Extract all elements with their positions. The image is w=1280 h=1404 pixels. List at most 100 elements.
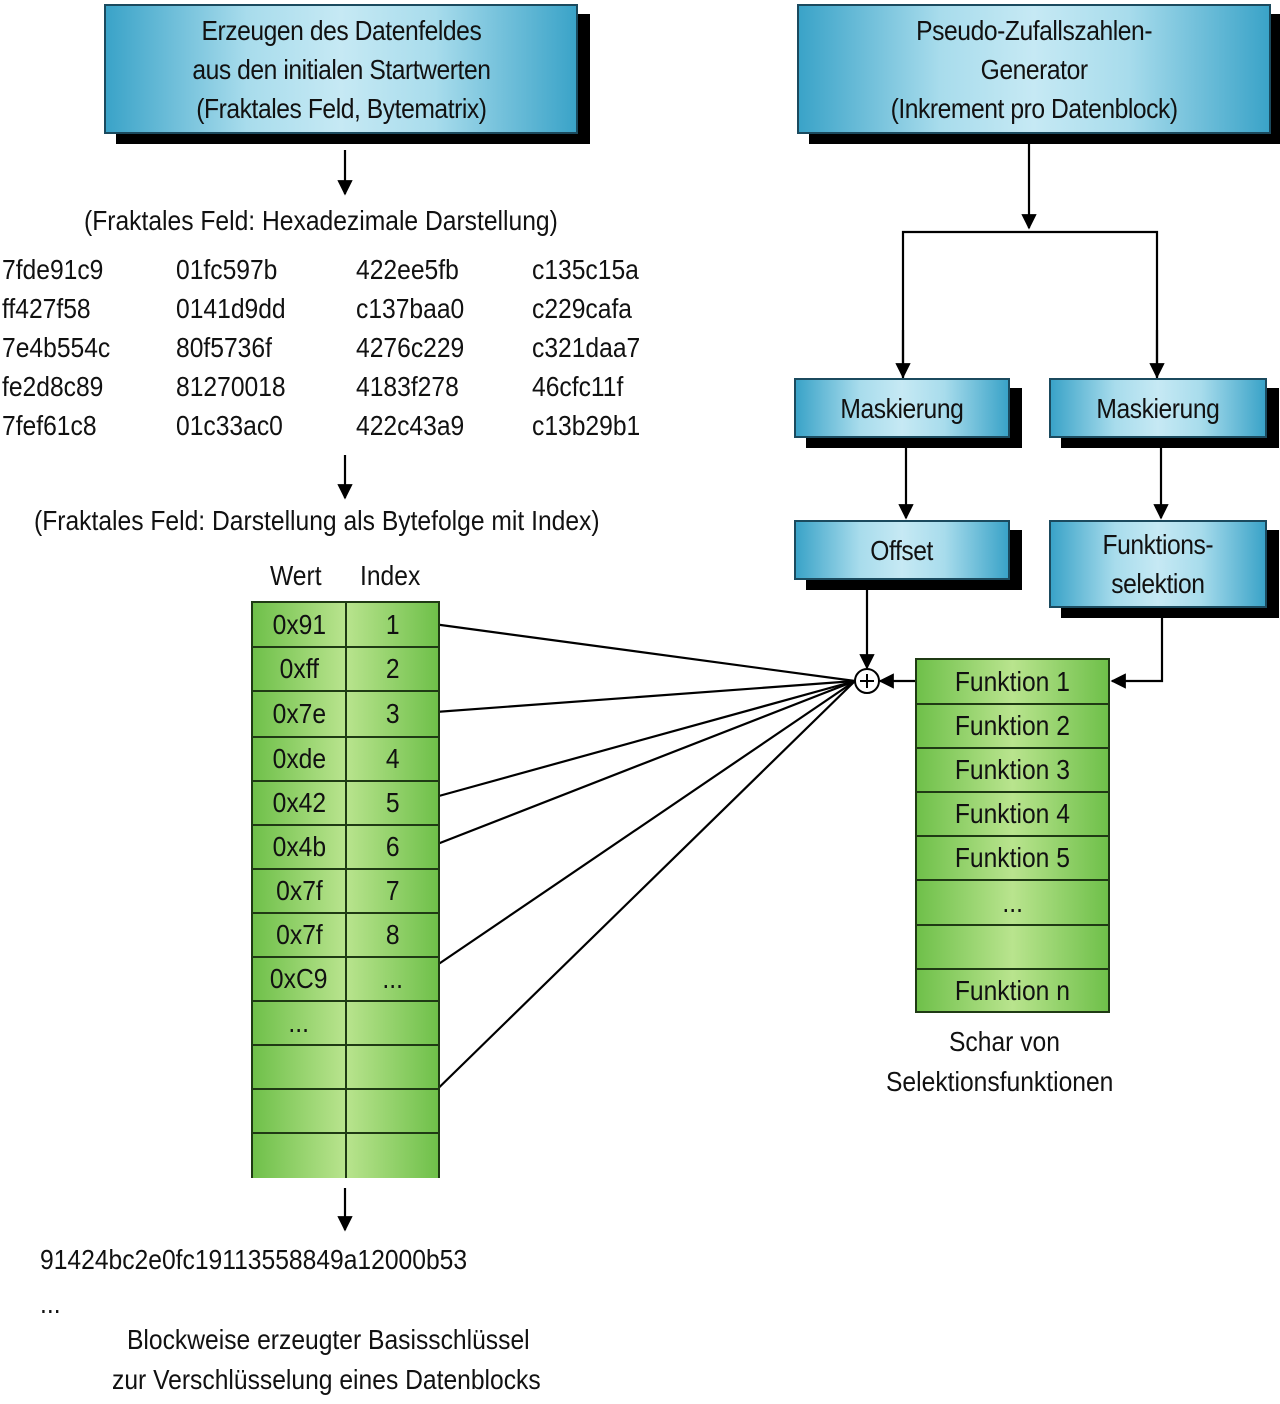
bytes-caption: (Fraktales Feld: Darstellung als Bytefol… [34,505,600,536]
byte-index-cell [347,1002,438,1044]
byte-value: ... [288,1007,310,1038]
byte-index: 7 [385,875,400,906]
byte-value: 0x7e [272,698,326,729]
byte-index-cell: 4 [347,738,438,780]
function-cell: Funktion n [917,970,1108,1011]
hex-cell: 01fc597b [176,254,278,285]
combiner-icon [854,668,880,694]
box-line: Pseudo-Zufallszahlen- [916,14,1152,46]
function-table: Funktion 1 Funktion 2 Funktion 3 Funktion 4… [915,658,1110,1013]
byte-row: 0x4b 6 [253,826,438,870]
hex-row: 7fde91c9 01fc597b 422ee5fb c135c15a [2,254,682,293]
hex-cell: 81270018 [176,371,286,402]
function-label: Funktion 3 [954,754,1071,785]
function-cell: Funktion 4 [917,793,1108,835]
box-label: Maskierung [1096,392,1220,424]
function-label: Funktion 1 [954,665,1071,697]
byte-index: 3 [385,698,400,729]
byte-row [253,1134,438,1178]
hex-caption: (Fraktales Feld: Hexadezimale Darstellun… [84,205,558,236]
hex-cell: c135c15a [532,254,639,285]
hex-cell: c321daa7 [532,332,641,363]
function-row: Funktion 1 [917,660,1108,705]
byte-value-cell: 0x7e [253,692,347,736]
box-label: Maskierung [840,392,964,424]
byte-value-cell: 0x4b [253,826,347,868]
function-cell: Funktion 5 [917,837,1108,879]
byte-index-cell: 5 [347,782,438,824]
function-label: ... [1002,886,1023,918]
byte-value: 0x42 [272,787,326,818]
byte-index: 5 [385,787,400,818]
box-label: Offset [870,534,934,566]
byte-value-cell: ... [253,1002,347,1044]
hex-cell: 422ee5fb [356,254,459,285]
function-cell: ... [917,881,1108,924]
function-label: Funktion 4 [954,798,1071,829]
hex-cell: c13b29b1 [532,410,641,441]
byte-index-cell: ... [347,958,438,1000]
function-cell: Funktion 1 [917,660,1108,703]
byte-index: 4 [385,743,400,774]
fan-line-3 [427,679,856,801]
byte-index: 2 [385,653,400,684]
byte-index-cell: 1 [347,603,438,646]
funcsel-to-functions [1110,618,1164,689]
generate-data-field-box: Erzeugen des Datenfeldes aus den initial… [104,4,578,134]
box-line: selektion [1111,568,1205,599]
function-label: Funktion 5 [954,842,1071,873]
byte-value-cell: 0x91 [253,603,347,646]
function-row: Funktion n [917,970,1108,1011]
byte-index: 8 [385,919,400,950]
column-header-index: Index [360,560,421,591]
fan-line-2 [421,679,856,715]
hex-cell: c137baa0 [356,293,465,324]
hex-cell: 422c43a9 [356,410,465,441]
byte-value: 0xC9 [270,963,328,994]
byte-value: 0xff [279,653,319,684]
byte-value-cell [253,1134,347,1178]
function-label: Funktion 2 [954,710,1071,741]
hex-cell: c229cafa [532,293,633,324]
hex-cell: 46cfc11f [532,371,624,402]
byte-row: ... [253,1002,438,1046]
byte-index-cell [347,1134,438,1178]
byte-index: 6 [385,831,400,862]
function-row: Funktion 4 [917,793,1108,837]
byte-value: 0x7f [275,919,323,950]
byte-index-cell: 6 [347,826,438,868]
hex-row: ff427f58 0141d9dd c137baa0 c229cafa [2,293,682,332]
byte-row: 0xff 2 [253,648,438,692]
function-cell: Funktion 3 [917,749,1108,791]
hex-cell: 01c33ac0 [176,410,283,441]
byte-value-cell [253,1090,347,1132]
hex-cell: 0141d9dd [176,293,286,324]
hex-cell: 7fef61c8 [2,410,97,441]
byte-row: 0x7e 3 [253,692,438,738]
hex-cell: 4276c229 [356,332,465,363]
function-label: Funktion n [954,974,1071,1006]
hex-cell: 7fde91c9 [2,254,104,285]
box-line: (Fraktales Feld, Bytematrix) [195,92,487,124]
byte-row: 0x7f 8 [253,914,438,958]
hex-cell: 80f5736f [176,332,272,363]
function-selection-box: Funktions- selektion [1049,520,1267,608]
box-line: Generator [980,53,1088,85]
hex-cell: 4183f278 [356,371,459,402]
hex-row: 7fef61c8 01c33ac0 422c43a9 c13b29b1 [2,410,682,449]
box-line: (Inkrement pro Datenblock) [890,92,1178,124]
byte-row: 0xC9... [253,958,438,1002]
function-row: Funktion 5 [917,837,1108,881]
key-ellipsis: ... [40,1288,61,1319]
box-line: Erzeugen des Datenfeldes [201,14,481,46]
box-line: Funktions- [1102,529,1214,560]
hex-grid: 7fde91c9 01fc597b 422ee5fb c135c15a ff42… [2,254,682,449]
hex-row: fe2d8c89 81270018 4183f278 46cfc11f [2,371,682,410]
byte-index-cell: 2 [347,648,438,690]
masking-left-box: Maskierung [794,378,1010,438]
byte-index-cell [347,1090,438,1132]
hex-cell: 7e4b554c [2,332,111,363]
key-caption-line: zur Verschlüsselung eines Datenblocks [112,1364,541,1395]
